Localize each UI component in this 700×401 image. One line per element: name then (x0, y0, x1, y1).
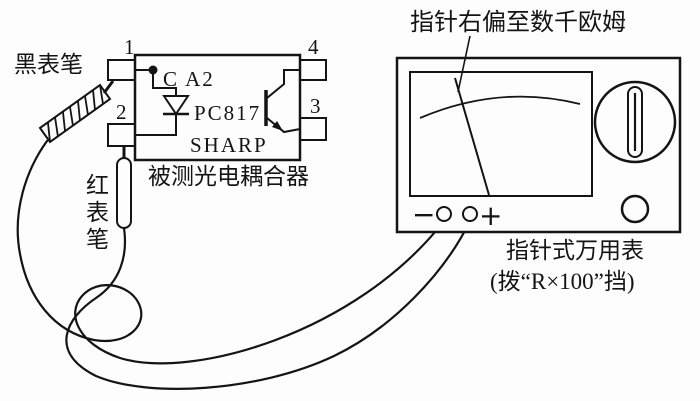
red-probe (116, 146, 132, 229)
black-probe-body (38, 83, 112, 144)
plus-terminal-jack[interactable] (462, 206, 478, 222)
minus-terminal-label: − (412, 198, 435, 231)
pin3-number: 3 (310, 94, 321, 118)
transistor-collector (266, 69, 300, 99)
pin3-stub (299, 117, 327, 141)
ic-part-number: PC817 (194, 101, 261, 125)
led-triangle (162, 95, 190, 116)
needle-annotation: 指针右偏至数千欧姆 (410, 9, 626, 36)
wire-red-probe-to-plus-terminal (65, 219, 472, 390)
dut-caption: 被测光电耦合器 (148, 164, 309, 189)
pin1-number: 1 (124, 35, 135, 59)
transistor-emitter-arrow (272, 121, 283, 131)
multimeter-range-note: (拨“R×100”挡) (490, 269, 635, 294)
pin2-stub (107, 123, 136, 147)
red-probe-label-char-3: 笔 (86, 227, 109, 252)
optocoupler-ic (107, 53, 327, 162)
meter-window (409, 71, 593, 197)
pin2-number: 2 (116, 100, 127, 124)
wire-black-probe-to-minus-terminal (16, 139, 446, 365)
led-cathode-lead (135, 114, 177, 136)
ic-body (133, 53, 302, 162)
minus-terminal-jack[interactable] (436, 206, 452, 222)
ic-marking: C A2 (163, 67, 215, 91)
black-probe (38, 80, 115, 144)
led-anode-lead (135, 69, 177, 96)
red-probe-label-char-1: 红 (86, 173, 109, 198)
meter-scale-arc (419, 95, 581, 119)
range-knob-dial[interactable] (593, 80, 677, 164)
red-probe-body (116, 157, 132, 229)
red-probe-label-char-2: 表 (86, 200, 109, 225)
plus-terminal-label: + (479, 199, 502, 232)
meter-needle (454, 77, 490, 196)
black-probe-tip (102, 80, 115, 94)
pin4-stub (299, 59, 327, 81)
black-probe-label: 黑表笔 (14, 52, 83, 77)
transistor-emitter (266, 117, 301, 134)
ic-brand: SHARP (190, 133, 268, 157)
pin1-stub (107, 59, 136, 81)
pin4-number: 4 (308, 35, 319, 59)
multimeter-name: 指针式万用表 (506, 238, 644, 263)
multimeter (395, 56, 682, 234)
zero-adjust-knob[interactable] (620, 194, 650, 224)
black-probe-hatching (47, 84, 104, 143)
annotation-leader-line (457, 35, 471, 93)
